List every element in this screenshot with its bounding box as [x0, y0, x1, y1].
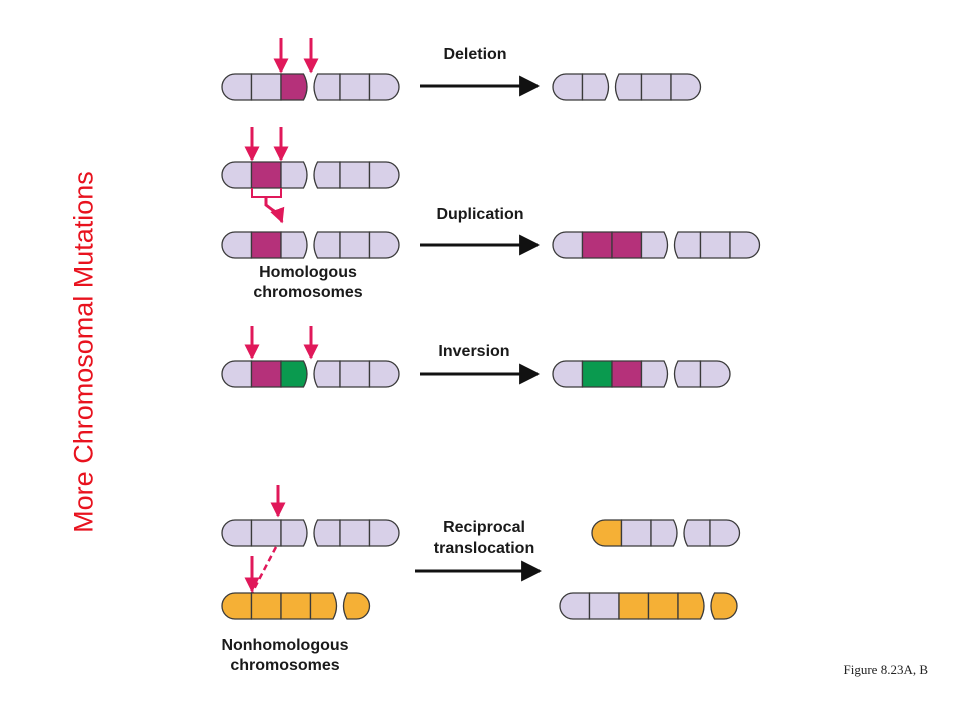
duplication-recipient-chromosome: [221, 231, 400, 259]
inversion-label: Inversion: [438, 343, 509, 360]
chromosome-segment: [250, 519, 282, 547]
chromosome-segment: [342, 592, 371, 620]
homologous-label-line2: chromosomes: [253, 284, 362, 301]
chromosome-segment: [250, 231, 282, 259]
chromosome-segment: [250, 592, 282, 620]
chromosome-segment: [313, 360, 341, 388]
chromosome-segment: [368, 231, 400, 259]
homologous-label-line1: Homologous: [259, 264, 357, 281]
chromosome-segment: [221, 519, 253, 547]
figure-reference: Figure 8.23A, B: [843, 662, 929, 677]
chromosome-segment: [699, 231, 731, 259]
chromosome-segment: [339, 519, 371, 547]
chromosome-segment: [368, 73, 400, 101]
translocation-row: Reciprocal translocation Nonhomologous c…: [221, 485, 741, 674]
chromosome-segment: [552, 73, 584, 101]
chromosome-segment: [710, 592, 738, 620]
deletion-row: Deletion: [221, 38, 702, 101]
nonhomologous-label-line2: chromosomes: [230, 657, 339, 674]
chromosome-segment: [368, 519, 400, 547]
chromosome-segment: [313, 231, 341, 259]
deletion-label: Deletion: [443, 46, 506, 63]
duplication-donor-chromosome: [221, 161, 400, 189]
chromosome-segment: [683, 519, 711, 547]
chromosome-segment: [729, 231, 761, 259]
chromosome-segment: [221, 161, 253, 189]
chromosome-segment: [339, 231, 371, 259]
chromosome-segment: [581, 231, 613, 259]
chromosome-segment: [313, 519, 341, 547]
chromosome-segment: [611, 360, 643, 388]
chromosome-segment: [339, 360, 371, 388]
deletion-result-chromosome: [552, 73, 702, 101]
chromosome-segment: [552, 360, 584, 388]
nonhomologous-label-line1: Nonhomologous: [221, 637, 348, 654]
chromosome-segment: [250, 73, 282, 101]
translocation-exchange-line: [250, 546, 278, 594]
chromosome-segment: [581, 360, 613, 388]
chromosome-segment: [650, 519, 678, 547]
chromosome-segment: [647, 592, 679, 620]
chromosome-segment: [339, 161, 371, 189]
translocation-chromosome-b: [221, 592, 371, 620]
chromosome-segment: [640, 231, 669, 259]
inversion-row: Inversion: [221, 326, 731, 388]
duplication-result-chromosome: [552, 231, 761, 259]
chromosome-segment: [591, 519, 623, 547]
chromosome-segment: [339, 73, 371, 101]
translocation-label-line1: Reciprocal: [443, 519, 525, 536]
translocation-chromosome-a: [221, 519, 400, 547]
chromosome-segment: [552, 231, 584, 259]
duplication-label: Duplication: [436, 206, 523, 223]
chromosome-segment: [670, 73, 702, 101]
chromosome-segment: [280, 161, 308, 189]
chromosome-segment: [699, 360, 731, 388]
duplication-row: Duplication Homologous chromosomes: [221, 127, 761, 301]
chromosome-segment: [309, 592, 338, 620]
chromosome-segment: [673, 360, 702, 388]
chromosome-segment: [280, 231, 308, 259]
chromosome-segment: [581, 73, 610, 101]
translocation-result-b: [559, 592, 738, 620]
chromosome-segment: [221, 360, 253, 388]
chromosome-segment: [221, 231, 253, 259]
chromosome-segment: [618, 592, 650, 620]
chromosome-segment: [588, 592, 620, 620]
chromosome-segment: [640, 73, 672, 101]
chromosome-segment: [250, 360, 282, 388]
chromosome-segment: [313, 161, 341, 189]
chromosome-segment: [620, 519, 652, 547]
chromosome-segment: [640, 360, 669, 388]
chromosome-segment: [368, 161, 400, 189]
inversion-original-chromosome: [221, 360, 400, 388]
chromosome-segment: [280, 519, 308, 547]
inversion-result-chromosome: [552, 360, 731, 388]
chromosome-segment: [221, 592, 253, 620]
chromosome-segment: [677, 592, 705, 620]
chromosome-segment: [280, 73, 308, 101]
translocation-label-line2: translocation: [434, 540, 534, 557]
chromosome-segment: [250, 161, 282, 189]
chromosome-segment: [221, 73, 253, 101]
deletion-original-chromosome: [221, 73, 400, 101]
chromosome-segment: [280, 592, 312, 620]
duplication-transfer-bracket: [251, 188, 285, 224]
chromosome-segment: [559, 592, 591, 620]
chromosome-segment: [611, 231, 643, 259]
chromosome-segment: [313, 73, 341, 101]
translocation-result-a: [591, 519, 741, 547]
chromosome-segment: [614, 73, 643, 101]
chromosome-segment: [673, 231, 702, 259]
chromosome-segment: [709, 519, 741, 547]
chromosome-segment: [280, 360, 308, 388]
chromosome-segment: [368, 360, 400, 388]
